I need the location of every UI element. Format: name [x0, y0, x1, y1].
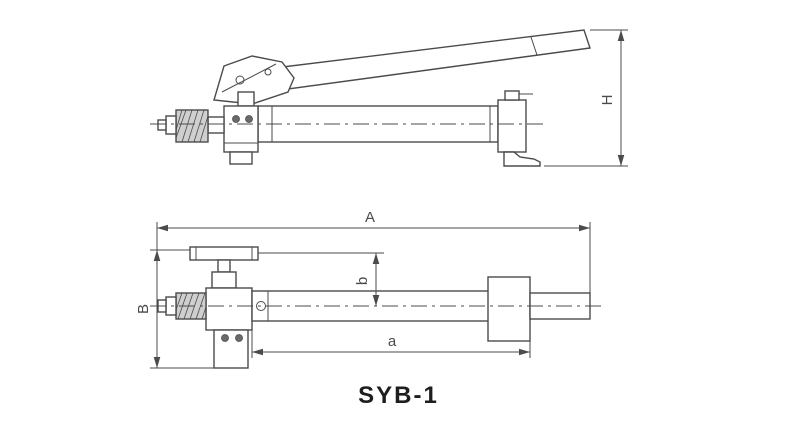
plan-view: A B b a [135, 209, 606, 369]
dimension-label-H: H [599, 95, 616, 106]
mounting-hole [221, 334, 229, 342]
coupler-sleeve [165, 115, 177, 135]
top-fitting [504, 90, 520, 101]
coupler-tip [157, 119, 167, 131]
end-block-plan [487, 276, 531, 342]
dimension-overall-width: B [135, 249, 214, 369]
valve-port [232, 115, 240, 123]
model-designation: SYB-1 [358, 382, 439, 409]
dimension-label-b: b [354, 277, 371, 285]
handle-linkage-plate [213, 55, 295, 105]
dimension-label-a: a [388, 333, 397, 350]
coupler-neck [207, 116, 225, 134]
mounting-hole [235, 334, 243, 342]
dimension-handle-offset: b [258, 252, 384, 306]
dimension-overall-length: A [156, 209, 591, 293]
side-elevation-view: H [150, 29, 628, 167]
end-block [497, 99, 527, 153]
valve-block [223, 105, 259, 153]
block-base [229, 151, 253, 165]
valve-port [245, 115, 253, 123]
link-pin [264, 68, 272, 76]
mounting-base [213, 329, 249, 369]
valve-body-plan [205, 287, 253, 331]
handle-collar [211, 271, 237, 289]
handle-grip-divider [530, 36, 538, 56]
t-handle-bar [189, 246, 259, 261]
dimension-overall-height: H [544, 29, 628, 167]
dimension-label-B: B [135, 304, 152, 314]
pump-handle [257, 29, 591, 93]
dimension-cylinder-length: a [251, 321, 531, 358]
barrel-port [256, 301, 266, 311]
dimension-label-A: A [365, 209, 375, 226]
pivot-pin [235, 75, 245, 85]
plunger-link [237, 91, 255, 107]
foot-bracket [503, 151, 541, 167]
handle-stem [217, 259, 231, 273]
